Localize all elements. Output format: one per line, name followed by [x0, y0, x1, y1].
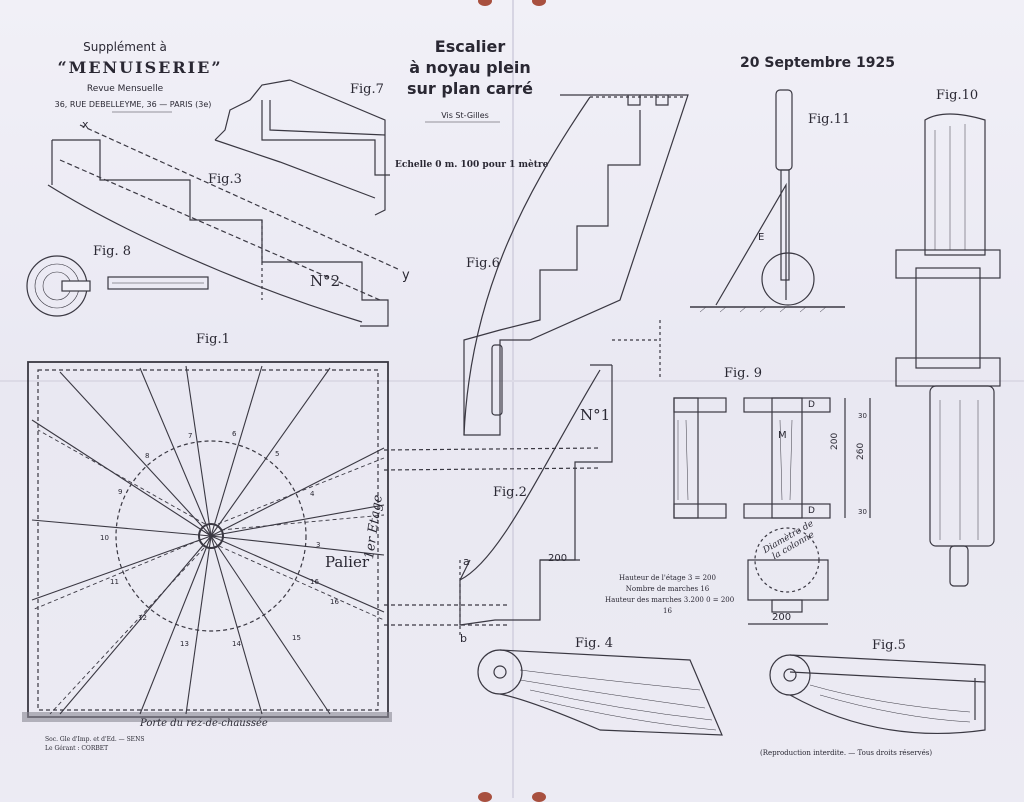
printer-line-2: Le Gérant : CORBET — [45, 745, 109, 752]
title-line-2: à noyau plein — [409, 58, 531, 77]
y-label: y — [402, 268, 410, 283]
title-line-3: sur plan carré — [407, 79, 533, 98]
e-label: E — [758, 232, 765, 243]
issue-date: 20 Septembre 1925 — [740, 55, 895, 71]
fig1-plan-view — [22, 361, 601, 722]
fig4-label: Fig. 4 — [575, 636, 614, 651]
step-number: 13 — [180, 640, 189, 648]
x-label: x — [82, 118, 89, 131]
fig2-stringer — [459, 320, 661, 635]
address: 36, RUE DEBELLEYME, 36 — PARIS (3e) — [54, 100, 212, 109]
a-label: a — [463, 555, 470, 568]
fig5-label: Fig.5 — [872, 638, 906, 653]
dim-260-vertical: 260 — [856, 442, 866, 460]
fig8-label: Fig. 8 — [93, 244, 132, 259]
fig10-label: Fig.10 — [936, 88, 979, 103]
note-line-2: Nombre de marches 16 — [625, 585, 710, 593]
step-number: 15 — [292, 634, 301, 642]
printer-line-1: Soc. Gle d'Imp. et d'Ed. — SENS — [45, 736, 145, 743]
door-label: Porte du rez-de-chaussée — [140, 718, 268, 729]
n1-label: N°1 — [580, 406, 611, 424]
pin-bottom-right — [532, 792, 546, 802]
dim-30-top: 30 — [858, 412, 867, 420]
note-line-1: Hauteur de l'étage 3 = 200 — [619, 574, 716, 582]
b-label: b — [460, 632, 467, 645]
step-number: 3 — [316, 541, 321, 549]
d-label-bottom: D — [808, 506, 815, 516]
fig1-label: Fig.1 — [196, 332, 230, 347]
title-line-1: Escalier — [434, 37, 506, 56]
pin-top-left — [478, 0, 492, 6]
step-number: 10 — [100, 534, 109, 542]
vertical-fold — [512, 0, 514, 798]
pin-bottom-left — [478, 792, 492, 802]
subtitle: Vis St-Gilles — [441, 111, 489, 120]
d-label-top: D — [808, 400, 815, 410]
fig7-label: Fig.7 — [350, 82, 384, 97]
note-line-3: Hauteur des marches 3.200 0 = 200 — [605, 596, 735, 604]
note-line-4: 16 — [663, 607, 672, 615]
step-number: 6 — [232, 430, 237, 438]
fig3-label: Fig.3 — [208, 172, 242, 187]
printer-info: Soc. Gle d'Imp. et d'Ed. — SENS Le Géran… — [45, 735, 144, 753]
supplement-label: Supplément à — [83, 40, 167, 54]
step-number: 16 — [310, 578, 319, 586]
fig6-stringer — [463, 94, 689, 436]
step-number: 9 — [118, 488, 123, 496]
fig10-column — [895, 113, 1001, 587]
scale-note: Echelle 0 m. 100 pour 1 mètre — [395, 160, 549, 170]
step-number: 8 — [145, 452, 150, 460]
step-number: 16 — [330, 598, 339, 606]
journal-title: “MENUISERIE” — [57, 58, 223, 77]
fig9-label: Fig. 9 — [724, 366, 763, 381]
step-number: 12 — [138, 614, 147, 622]
dim-200-fig2: 200 — [548, 553, 568, 564]
fig4-tread — [477, 649, 723, 736]
step-number: 4 — [310, 490, 315, 498]
fig9-joint — [673, 397, 871, 625]
reproduction-notice: (Reproduction interdite. — Tous droits r… — [760, 749, 933, 757]
fig11-tool — [690, 89, 845, 313]
m-label: M — [778, 430, 787, 441]
fig11-label: Fig.11 — [808, 112, 851, 127]
step-number: 7 — [188, 432, 193, 440]
palier-label: Palier — [325, 553, 370, 571]
step-number: 5 — [275, 450, 280, 458]
fig7-section — [214, 79, 390, 216]
dim-200-fig9: 200 — [772, 612, 792, 623]
fig3-stringer — [47, 124, 401, 327]
fig6-label: Fig.6 — [466, 256, 500, 271]
step-number: 14 — [232, 640, 241, 648]
step-number: 11 — [110, 578, 119, 586]
pin-top-right — [532, 0, 546, 6]
n2-label: N°2 — [310, 272, 341, 290]
revue-label: Revue Mensuelle — [86, 84, 164, 94]
fig2-label: Fig.2 — [493, 485, 527, 500]
drawing-title: Escalier à noyau plein sur plan carré — [395, 36, 545, 99]
height-notes: Hauteur de l'étage 3 = 200 Nombre de mar… — [605, 573, 735, 617]
fig8-round — [26, 255, 209, 317]
horizontal-fold — [0, 380, 1024, 382]
fig5-tread — [769, 654, 986, 734]
dim-200-vertical: 200 — [830, 432, 840, 450]
dim-30-bottom: 30 — [858, 508, 867, 516]
